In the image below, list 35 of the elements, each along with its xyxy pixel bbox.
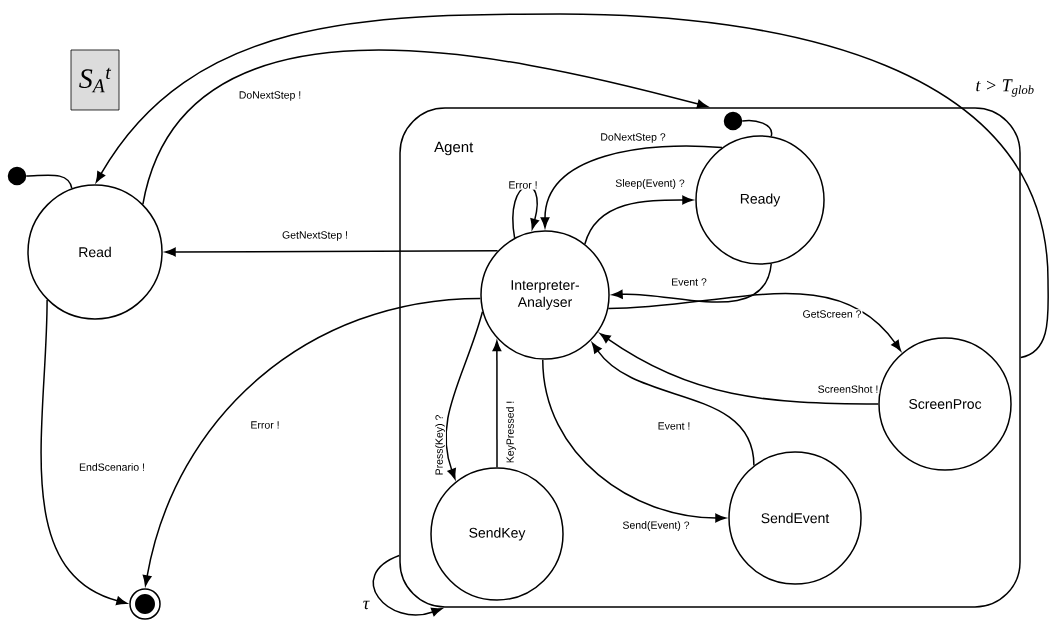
edge-label: Press(Key) ? — [434, 413, 446, 477]
arrow — [95, 13, 1049, 359]
edge-label: GetNextStep ! — [281, 230, 349, 242]
arrow — [445, 311, 484, 480]
edge-label: ScreenShot ! — [816, 384, 880, 394]
arrow — [599, 333, 879, 405]
arrow — [591, 342, 755, 467]
edge-label: τ — [361, 599, 371, 611]
arrow — [540, 145, 723, 228]
arrow — [612, 263, 772, 303]
arrow — [372, 554, 443, 617]
arrow — [40, 299, 128, 606]
arrow — [607, 293, 902, 352]
edge-label: EndScenario ! — [78, 462, 146, 472]
edge-label: KeyPressed ! — [505, 399, 517, 465]
edge-label: t > T$_{glob}$ — [974, 78, 1036, 98]
edge-label: DoNextStep ! — [237, 90, 303, 102]
edge-label: Event ! — [656, 421, 692, 431]
edge-label: Error ! — [249, 420, 281, 430]
edge-label: DoNextStep ? — [599, 132, 667, 144]
initial-dot — [7, 166, 27, 186]
edge-label: Sleep(Event) ? — [614, 178, 686, 190]
edge-label: Error ! — [507, 180, 539, 190]
arrow — [165, 247, 499, 257]
initial-dot — [723, 111, 743, 131]
final-state — [129, 588, 161, 620]
arrow — [142, 297, 482, 587]
arrow — [542, 358, 726, 523]
edge-label: GetScreen ? — [801, 309, 863, 319]
formula-box: S$_{A}$t — [70, 49, 120, 111]
arrow — [584, 195, 693, 245]
arrow — [492, 340, 502, 468]
edge-label: Send(Event) ? — [621, 520, 691, 532]
edge-label: Event ? — [670, 277, 708, 287]
arrow — [142, 49, 708, 205]
